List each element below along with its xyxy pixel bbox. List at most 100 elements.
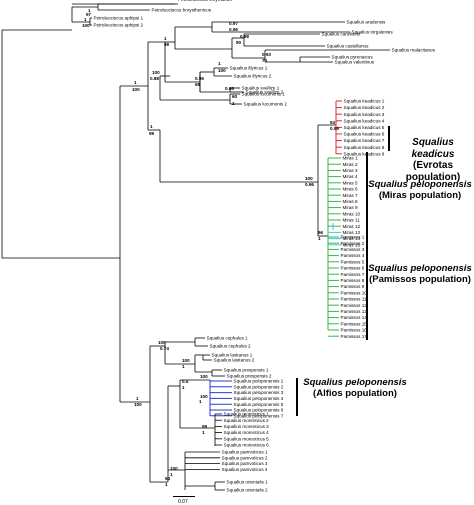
tip-label: Squalius peloponensis 7 xyxy=(234,413,284,418)
support-value: 100 xyxy=(82,23,90,28)
tip-label: Miras 6 xyxy=(343,187,359,192)
tip-label: Petroleuciscus borysthenicus xyxy=(152,8,212,13)
support-value: 100 xyxy=(132,87,140,92)
support-value: 54 xyxy=(165,476,171,481)
tip-label: Miras 14 xyxy=(343,236,361,241)
tip-label: Squalius keadicus 1 xyxy=(344,99,385,104)
tip-label: Miras 7 xyxy=(343,193,359,198)
tree-support-values: 1971100110011001991990.96680.970.960.989… xyxy=(82,8,339,487)
group-name: Squalius peloponensis xyxy=(368,263,472,274)
tip-label: Pamissos 13 xyxy=(341,309,368,314)
tip-label: Pamissos 9 xyxy=(341,284,365,289)
support-value: 97 xyxy=(86,12,92,17)
group-label-pamissos: Squalius peloponensis (Pamissos populati… xyxy=(367,263,473,286)
tip-label: Pamissos 17 xyxy=(341,334,368,339)
tip-label: Miras 8 xyxy=(343,199,359,204)
support-value: 0.5 xyxy=(182,379,189,384)
tip-label: Squalius moreoticus 5 xyxy=(224,436,270,441)
tip-label: Squalius pamvoticus 4 xyxy=(222,467,268,472)
support-value: 0.74 xyxy=(160,346,169,351)
support-value: 90 xyxy=(236,40,242,45)
group-name: Squalius peloponensis xyxy=(368,179,472,190)
support-value: 100 xyxy=(182,358,190,363)
tip-label: Petroleuciscus smyrnaeus xyxy=(178,0,232,2)
support-value: 0.96 xyxy=(305,182,314,187)
tip-label: Squalius keadicus 4 xyxy=(344,118,385,123)
support-value: 1 xyxy=(84,17,87,22)
support-value: 100 xyxy=(170,466,178,471)
tip-label: Miras 1 xyxy=(343,156,359,161)
tip-label: Squalius svallize 2 xyxy=(246,90,284,95)
tree-branches xyxy=(1,3,390,491)
tip-label: Squalius illyricus 2 xyxy=(234,74,272,79)
tip-label: Pamissos 7 xyxy=(341,272,365,277)
support-value: 100 xyxy=(134,402,142,407)
group-population: (Alfios population) xyxy=(313,387,397,399)
tip-label: Squalius keadicus 8 xyxy=(344,145,385,150)
scale-label: 0.07 xyxy=(178,499,188,505)
tip-label: Squalius peloponensis 4 xyxy=(234,396,284,401)
tip-label: Squalius lucumonis 1 xyxy=(242,92,286,97)
tip-label: Pamissos 2 xyxy=(341,241,365,246)
keadicus-bracket xyxy=(388,126,390,151)
tip-label: Squalius peloponensis 5 xyxy=(234,402,284,407)
tip-label: Squalius keadicus 3 xyxy=(344,112,385,117)
support-value: 96 xyxy=(318,230,324,235)
support-value: 0.99 xyxy=(330,126,339,131)
support-value: 0.96 xyxy=(195,76,204,81)
tip-label: Miras 13 xyxy=(343,230,361,235)
group-label-keadicus: Squalius keadicus (Evrotas population) xyxy=(393,137,473,183)
support-value: 70 xyxy=(262,58,268,63)
tip-label: Squalius prespensis 2 xyxy=(227,374,272,379)
support-value: 1 xyxy=(164,36,167,41)
tip-label: Miras 11 xyxy=(343,218,361,223)
group-population: (Miras population) xyxy=(378,189,462,201)
support-value: 0.98 xyxy=(240,34,249,39)
support-value: 100 xyxy=(200,394,208,399)
tip-label: Miras 5 xyxy=(343,180,359,185)
tip-label: Pamissos 1 xyxy=(341,235,365,240)
tip-label: Squalius keadicus 6 xyxy=(344,132,385,137)
tip-label: Pamissos 3 xyxy=(341,247,365,252)
tip-label: Pamissos 4 xyxy=(341,253,365,258)
tip-label: Squalius keadicus 2 xyxy=(344,105,385,110)
miras-bracket xyxy=(366,152,368,236)
support-value: 1 xyxy=(182,385,185,390)
tip-label: Squalius orientalis 1 xyxy=(227,480,269,485)
tip-label: Squalius moreoticus 3 xyxy=(224,424,270,429)
tip-label: Squalius pyrenaicus xyxy=(332,55,374,60)
tip-label: Squalius lasitanus 1 xyxy=(212,353,253,358)
group-name: Squalius peloponensis xyxy=(303,377,407,388)
support-value: 100 xyxy=(200,374,208,379)
tip-label: Petroleuciscus aphipsi 2 xyxy=(94,23,144,28)
tip-label: Squalius carolitertii xyxy=(322,32,361,37)
tip-label: Squalius illyricus 1 xyxy=(230,66,268,71)
support-value: 99 xyxy=(164,42,170,47)
scale-bar xyxy=(173,496,195,497)
tip-label: Squalius castellanus xyxy=(327,44,370,49)
tip-label: Pamissos 6 xyxy=(341,266,365,271)
tip-label: Squalius svallize 1 xyxy=(242,86,280,91)
tip-label: Miras 2 xyxy=(343,162,359,167)
pamissos-bracket xyxy=(366,236,368,340)
alfios-bracket xyxy=(296,378,298,416)
tip-label: Petroleuciscus aphipsi 1 xyxy=(94,16,144,21)
support-value: 1 xyxy=(202,430,205,435)
tip-label: Pamissos 8 xyxy=(341,278,365,283)
tip-label: Squalius keadicus 9 xyxy=(344,151,385,156)
tip-label: Miras 3 xyxy=(343,168,359,173)
support-value: 0.97 xyxy=(229,21,238,26)
tip-label: Squalius peloponensis 3 xyxy=(234,390,284,395)
tip-label: Squalius torgalensis xyxy=(352,30,394,35)
support-value: 1 xyxy=(199,399,202,404)
group-label-alfios: Squalius peloponensis (Alfios population… xyxy=(300,377,410,400)
tip-label: Squalius peloponensis 2 xyxy=(234,384,284,389)
support-value: 100 xyxy=(218,68,226,73)
tip-label: Squalius lucumonis 2 xyxy=(244,102,288,107)
tip-label: Miras 12 xyxy=(343,224,361,229)
support-value: 99 xyxy=(202,424,208,429)
tip-label: Squalius orientalis 2 xyxy=(227,488,269,493)
support-value: 1 xyxy=(218,61,221,66)
tip-label: Squalius pamvoticus 2 xyxy=(222,455,268,460)
tip-label: Pamissos 11 xyxy=(341,297,367,302)
